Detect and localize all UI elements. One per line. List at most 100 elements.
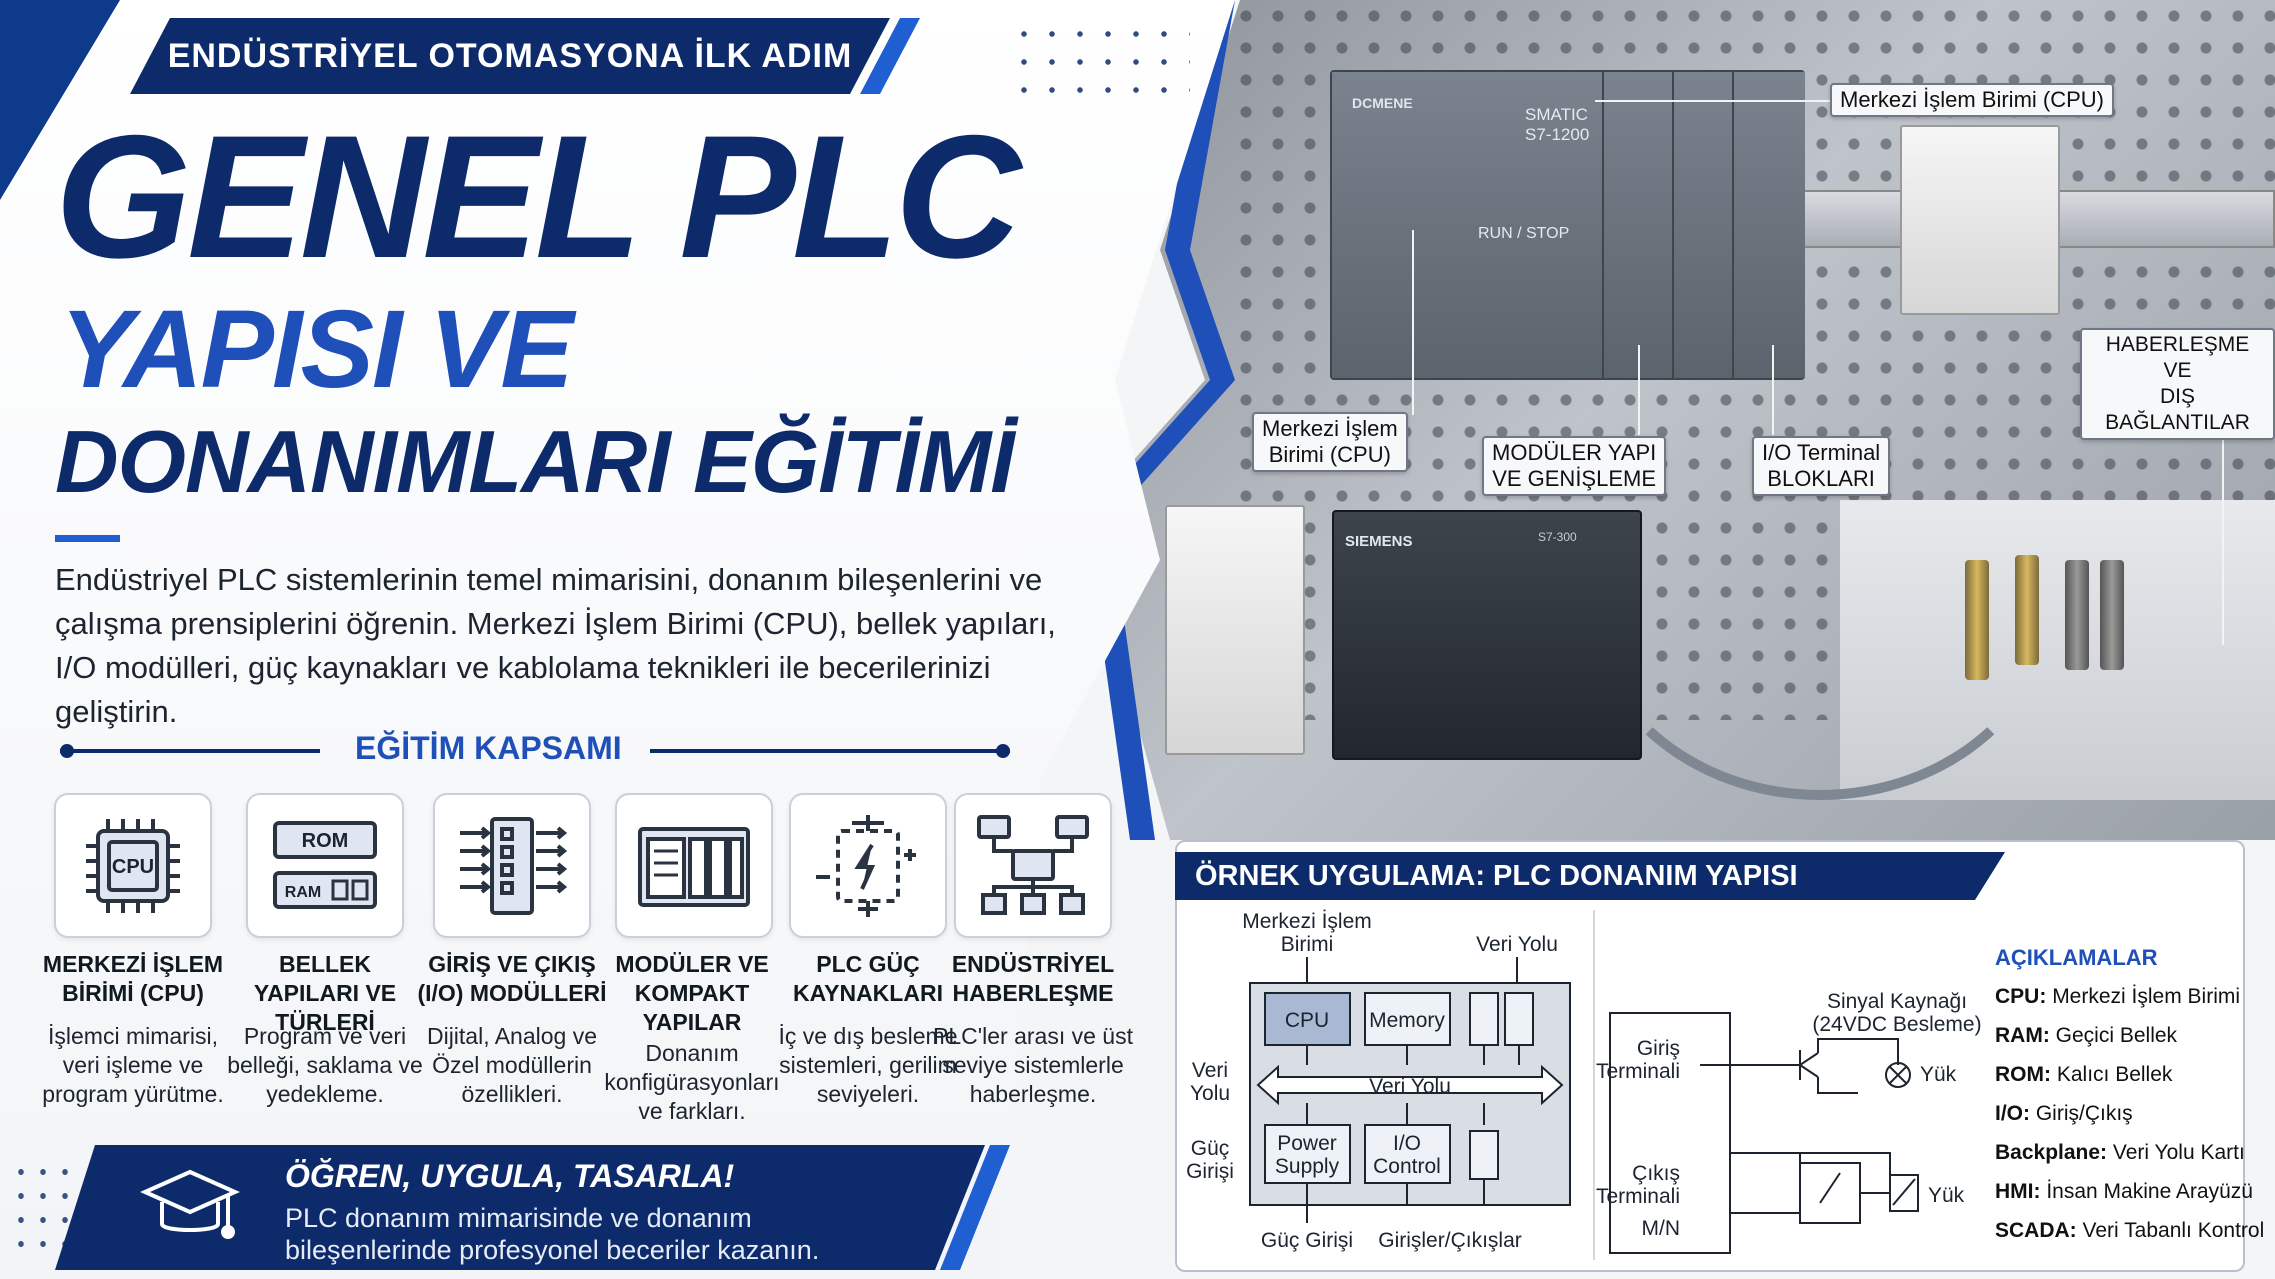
data-bus xyxy=(1256,1064,1564,1106)
diagram-label: Çıkış xyxy=(1632,1162,1680,1185)
diagram-label: Sinyal Kaynağı xyxy=(1827,990,1967,1013)
cpu-block xyxy=(1264,992,1351,1046)
legend-title: AÇIKLAMALAR xyxy=(1995,945,2158,970)
scope-title: EĞİTİM KAPSAMI xyxy=(355,730,622,766)
panel-divider xyxy=(1593,910,1595,1260)
scope-card-power xyxy=(789,793,947,938)
legend-item: I/O: Giriş/Çıkış xyxy=(1995,1102,2133,1125)
legend-item: Backplane: Veri Yolu Kartı xyxy=(1995,1141,2245,1164)
footer-subtitle: PLC donanım mimarisinde ve donanım bileş… xyxy=(285,1203,820,1265)
diagram-label: Girişi xyxy=(1186,1160,1234,1183)
card-title: GİRİŞ VE ÇIKIŞ (I/O) MODÜLLERİ xyxy=(417,951,607,1006)
footer-banner xyxy=(55,1145,985,1270)
card-description: Donanım konfigürasyonları ve farkları. xyxy=(604,1040,780,1124)
diagram-label: Veri Yolu xyxy=(1476,933,1558,956)
label-leader xyxy=(1595,100,1835,102)
diagram-label: Girişler/Çıkışlar xyxy=(1378,1229,1522,1252)
title-divider xyxy=(55,535,120,542)
plc-brand: DCMENE xyxy=(1352,95,1413,111)
card-description: PLC'ler arası ve üst seviye sistemlerle … xyxy=(933,1023,1133,1107)
scope-card-memory: ROM RAM xyxy=(246,793,404,938)
compact-plc-unit xyxy=(1330,70,1805,380)
plc-brand: SIEMENS xyxy=(1345,533,1413,550)
diagram-label: Birimi xyxy=(1281,933,1334,956)
circuit-breaker xyxy=(1900,125,2060,315)
label-leader xyxy=(1412,230,1414,415)
svg-text:CPU: CPU xyxy=(112,856,154,878)
proximity-sensor xyxy=(2065,560,2089,670)
diagram-label: Memory xyxy=(1369,1009,1445,1032)
diagram-label: I/O xyxy=(1393,1132,1421,1155)
diagram-label: Giriş xyxy=(1637,1037,1680,1060)
divider-dot xyxy=(996,744,1010,758)
diagram-label: M/N xyxy=(1642,1217,1681,1240)
corner-accent xyxy=(0,0,120,200)
diagram-label: Supply xyxy=(1275,1155,1340,1178)
plc-hardware-diagram: Merkezi İşlem Birimi Veri Yolu CPU Memor… xyxy=(1186,910,1982,1254)
scope-card-modular xyxy=(615,793,773,938)
legend-item: RAM: Geçici Bellek xyxy=(1995,1024,2178,1047)
card-description: İşlemci mimarisi, veri işleme ve program… xyxy=(42,1023,224,1107)
diagram-label: Veri xyxy=(1192,1059,1228,1082)
graduation-cap-icon xyxy=(140,1169,240,1239)
card-title: ENDÜSTRİYEL HABERLEŞME xyxy=(951,951,1115,1006)
io-module-icon xyxy=(460,816,568,915)
power-supply-icon xyxy=(816,814,916,917)
diagram-label: (24VDC Besleme) xyxy=(1812,1013,1981,1036)
photo-label-io-terminal: I/O Terminal BLOKLARI xyxy=(1752,436,1891,496)
page-title: GENEL PLC xyxy=(55,100,1021,295)
diagram-label: Yük xyxy=(1920,1063,1957,1086)
page-subtitle: YAPISI VE xyxy=(60,288,574,411)
diagram-label: Güç xyxy=(1191,1137,1230,1160)
label-leader xyxy=(1772,345,1774,435)
top-banner: ENDÜSTRİYEL OTOMASYONA İLK ADIM xyxy=(130,18,890,94)
diagram-label: Terminali xyxy=(1596,1185,1680,1208)
cpu-chip-icon: CPU xyxy=(86,818,180,913)
photo-label-cpu: Merkezi İşlem Birimi (CPU) xyxy=(1830,83,2114,117)
legend-item: CPU: Merkezi İşlem Birimi xyxy=(1995,985,2241,1008)
proximity-sensor xyxy=(2100,560,2124,670)
diagram-label: Güç Girişi xyxy=(1261,1229,1353,1252)
diagram-label: Merkezi İşlem xyxy=(1242,910,1372,933)
footer-title: ÖĞREN, UYGULA, TASARLA! xyxy=(285,1158,735,1194)
diagram-label: Veri Yolu xyxy=(1369,1075,1451,1098)
label-leader xyxy=(2222,385,2224,645)
card-title: MERKEZİ İŞLEM BİRİMİ (CPU) xyxy=(42,951,224,1006)
svg-text:ROM: ROM xyxy=(302,830,349,852)
svg-text:RAM: RAM xyxy=(285,884,321,901)
label-leader xyxy=(1638,345,1640,435)
page-subtitle: DONANIMLARI EĞİTİMİ xyxy=(55,412,1015,511)
card-description: Dijital, Analog ve Özel modüllerin özell… xyxy=(426,1023,598,1107)
plc-model: S7-300 xyxy=(1538,530,1577,544)
card-title: MODÜLER VE KOMPAKT YAPILAR xyxy=(615,951,769,1035)
photo-label-cpu-left: Merkezi İşlem Birimi (CPU) xyxy=(1252,412,1408,472)
card-description: Program ve veri belleği, saklama ve yede… xyxy=(227,1023,423,1107)
legend-item: HMI: İnsan Makine Arayüzü xyxy=(1995,1180,2253,1203)
divider-line xyxy=(60,749,320,753)
plc-run-label: RUN / STOP xyxy=(1478,225,1570,242)
card-title: PLC GÜÇ KAYNAKLARI xyxy=(793,951,943,1006)
network-icon xyxy=(977,814,1089,915)
banner-text: ENDÜSTRİYEL OTOMASYONA İLK ADIM xyxy=(167,36,853,75)
example-header: ÖRNEK UYGULAMA: PLC DONANIM YAPISI xyxy=(1175,852,2005,900)
scope-heading: EĞİTİM KAPSAMI xyxy=(60,730,1010,770)
diagram-label: CPU xyxy=(1285,1009,1329,1032)
card-description: İç ve dış besleme sistemleri, gerilim se… xyxy=(778,1023,958,1107)
legend-item: SCADA: Veri Tabanlı Kontrol xyxy=(1995,1219,2265,1242)
diagram-label: Yük xyxy=(1928,1184,1965,1207)
card-title: BELLEK YAPILARI VE TÜRLERİ xyxy=(253,951,397,1035)
diagram-label: Yolu xyxy=(1190,1082,1230,1105)
dot-pattern xyxy=(1010,20,1190,110)
scope-card-io xyxy=(433,793,591,938)
circuit-breaker xyxy=(1165,505,1305,755)
divider-line xyxy=(650,749,1010,753)
cable-bundle xyxy=(1580,380,2060,800)
example-title: ÖRNEK UYGULAMA: PLC DONANIM YAPISI xyxy=(1195,859,1798,892)
modular-rack-icon xyxy=(638,826,750,907)
diagram-label: Control xyxy=(1373,1155,1441,1178)
memory-icon: ROM RAM xyxy=(273,820,377,909)
diagram-label: Terminali xyxy=(1596,1060,1680,1083)
photo-label-communication: HABERLEŞME VE DIŞ BAĞLANTILAR xyxy=(2080,328,2275,440)
legend-item: ROM: Kalıcı Bellek xyxy=(1995,1063,2173,1086)
